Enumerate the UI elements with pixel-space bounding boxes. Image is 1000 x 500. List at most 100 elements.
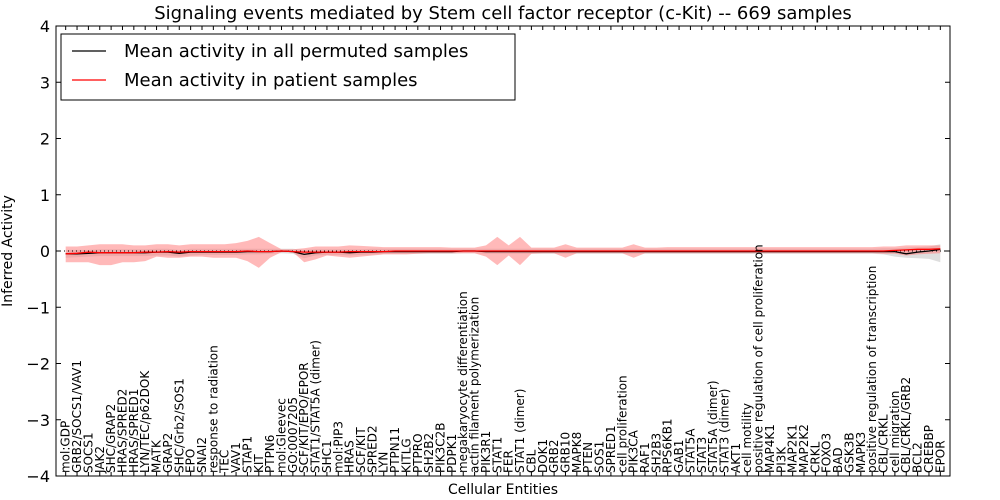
x-tick-label: JAK2 <box>93 446 107 474</box>
x-tick-label: STAT1 <box>490 437 504 473</box>
x-tick-label: GSK3B <box>842 432 856 473</box>
x-tick-label: HRAS/SPRED2 <box>115 389 129 473</box>
y-tick-label: 2 <box>40 130 50 149</box>
confidence-bands <box>65 236 941 268</box>
x-tick-label: RPS6KB1 <box>661 418 675 473</box>
x-tick-label: SHC/Grb2/SOS1 <box>172 378 186 473</box>
x-tick-label: SOS1 <box>593 441 607 473</box>
x-tick-label: AKT1 <box>729 443 743 473</box>
x-tick-label: cell migration <box>888 391 902 473</box>
y-tick-label: 1 <box>40 186 50 205</box>
x-tick-label: GRAP2 <box>161 433 175 473</box>
x-tick-label: SPRED1 <box>604 425 618 473</box>
series-lines <box>65 248 941 256</box>
x-tick-label: PIK3CA <box>627 429 641 473</box>
x-tick-label: LYN <box>377 452 391 473</box>
y-tick-label: 0 <box>40 242 50 261</box>
x-tick-label: PTPN11 <box>388 427 402 473</box>
x-tick-label: HRAS <box>343 440 357 473</box>
band-patient <box>65 236 941 268</box>
x-tick-label: PTPRO <box>411 433 425 473</box>
legend: Mean activity in all permuted samples Me… <box>60 33 516 101</box>
x-tick-label: CBL/CRKL <box>877 414 891 473</box>
x-tick-label: PI3K <box>774 446 788 473</box>
x-tick-label: positive regulation of transcription <box>865 266 879 473</box>
x-tick-label: mol:Gleevec <box>275 398 289 473</box>
x-tick-label: STAP1 <box>240 436 254 473</box>
x-tick-label: actin filament polymerization <box>468 297 482 473</box>
x-tick-label: GO:0007205 <box>286 397 300 473</box>
x-tick-label: DOK1 <box>536 439 550 473</box>
x-tick-label: STAT5A <box>683 428 697 473</box>
legend-label-patient: Mean activity in patient samples <box>124 70 418 91</box>
x-tick-label: CBL <box>524 449 538 473</box>
x-tick-label: KIT <box>252 454 266 473</box>
x-tick-label: STAT3 (dimer) <box>718 389 732 473</box>
y-axis-label: Inferred Activity <box>0 195 16 307</box>
x-axis-label: Cellular Entities <box>448 482 558 498</box>
x-tick-label: BCL2 <box>911 442 925 473</box>
x-tick-label: GRB2 <box>547 439 561 473</box>
x-tick-label: CBL/CRKL/GRB2 <box>899 377 913 473</box>
legend-label-permuted: Mean activity in all permuted samples <box>124 41 468 62</box>
x-tick-label: SCF/KIT/EPO/EPOR <box>297 362 311 473</box>
x-tick-label: cell proliferation <box>615 375 629 473</box>
legend-box <box>60 33 516 101</box>
x-tick-label: cell motility <box>740 403 754 473</box>
x-tick-label: HRAS/SPRED1 <box>127 389 141 473</box>
x-tick-label: GAB1 <box>672 440 686 473</box>
x-tick-label: LYN/TEC/p62DOK <box>138 370 152 473</box>
x-tick-label: STAT5A (dimer) <box>706 380 720 473</box>
y-tick-label: −1 <box>26 298 50 317</box>
x-tick-label: PTPN6 <box>263 435 277 473</box>
x-tick-label: BAD <box>831 447 845 473</box>
x-tick-label: SHC/GRAP2 <box>104 404 118 473</box>
x-tick-label: GRB10 <box>558 432 572 473</box>
x-tick-label: mol:PIP3 <box>331 421 345 473</box>
x-tick-label: TEC <box>218 450 232 474</box>
y-tick-label: 3 <box>40 73 50 92</box>
x-tick-label: MATK <box>150 439 164 473</box>
x-tick-label: PIK3R1 <box>479 431 493 473</box>
x-tick-label: SNAI2 <box>195 437 209 473</box>
y-tick-label: −2 <box>26 355 50 374</box>
x-tick-label: SCF/KIT <box>354 427 368 473</box>
x-tick-label: PIK3C2B <box>434 422 448 473</box>
chart-title: Signaling events mediated by Stem cell f… <box>154 3 852 24</box>
x-tick-label: mol:GDP <box>59 421 73 473</box>
x-tick-label: MAPK3 <box>854 432 868 473</box>
x-tick-label: EPO <box>184 449 198 473</box>
x-tick-label: MAP2K1 <box>786 424 800 473</box>
x-tick-label: SHC1 <box>320 440 334 473</box>
x-tick-label: MAP2K2 <box>797 424 811 473</box>
x-tick-label: megakaryocyte differentiation <box>456 291 470 473</box>
series-line-patient <box>65 248 941 255</box>
x-tick-label: STAT3 <box>695 437 709 473</box>
x-tick-label: MAP4K1 <box>763 424 777 473</box>
y-tick-label: 4 <box>40 17 50 36</box>
x-tick-label: STAT1 (dimer) <box>513 389 527 473</box>
x-tick-label: FOXO3 <box>820 433 834 473</box>
x-tick-label: SH2B3 <box>649 433 663 473</box>
y-tick-label: −3 <box>26 411 50 430</box>
x-tick-label: GRB2/SOCS1/VAV1 <box>70 360 84 473</box>
x-tick-label: RAF1 <box>638 442 652 473</box>
y-axis: −4 −3 −2 −1 0 1 2 3 4 <box>26 17 950 486</box>
x-tick-label: STAT1/STAT5A (dimer) <box>309 340 323 473</box>
x-axis: mol:GDPGRB2/SOCS1/VAV1SOCS1JAK2SHC/GRAP2… <box>59 26 947 476</box>
x-tick-label: MAPK8 <box>570 432 584 473</box>
x-tick-label: PTEN <box>581 442 595 473</box>
x-tick-label: positive regulation of cell proliferatio… <box>752 244 766 473</box>
x-tick-label: PDPK1 <box>445 434 459 473</box>
x-tick-label: response to radiation <box>206 345 220 473</box>
x-tick-label: FER <box>502 450 516 473</box>
x-tick-label: SOCS1 <box>81 432 95 473</box>
x-tick-label: KITLG <box>399 438 413 473</box>
x-tick-label: SH2B2 <box>422 433 436 473</box>
x-tick-label: SPRED2 <box>365 425 379 473</box>
x-tick-label: EPOR <box>933 440 947 473</box>
x-tick-label: CRKL <box>808 441 822 473</box>
x-tick-label: VAV1 <box>229 442 243 473</box>
y-tick-label: −4 <box>26 467 50 486</box>
